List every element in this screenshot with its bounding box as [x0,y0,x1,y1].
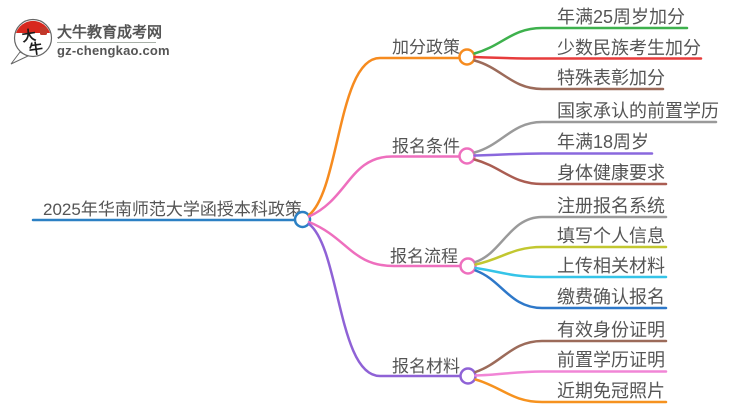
subitem-3-4-line [474,269,668,310]
subitem-3-1-line [474,215,668,264]
subitem-1-1-label: 年满25周岁加分 [557,7,685,27]
subitem-3-2-label: 填写个人信息 [557,226,665,246]
branch-3-line [307,220,462,268]
subitem-2-1-line [473,120,718,154]
subitem-3-3-label: 上传相关材料 [557,256,665,276]
branch-bonus-policy: 加分政策 年满25周岁加分 少数民族考生加分 特殊表彰加分 [307,7,703,217]
branch-4-node-circle [459,367,477,385]
subitem-4-1-label: 有效身份证明 [557,320,665,340]
subitem-1-3-line [473,59,665,91]
root-label: 2025年华南师范大学函授本科政策 [43,200,302,219]
subitem-1-2-label: 少数民族考生加分 [557,38,701,58]
subitem-2-1-label: 国家承认的前置学历 [557,101,719,121]
root-node: 2025年华南师范大学函授本科政策 [31,200,312,229]
branch-3-label: 报名流程 [390,247,458,266]
branch-2-line [307,155,461,218]
branch-3-node-circle [459,257,477,275]
subitem-2-3-label: 身体健康要求 [557,163,665,183]
root-node-circle [293,210,312,229]
logo-site-url: gz-chengkao.com [57,43,170,58]
subitem-2-2-line [473,152,654,157]
subitem-4-2-line [474,370,668,377]
branch-4-label: 报名材料 [392,357,460,376]
subitem-4-3-line [474,378,668,404]
subitem-1-3-label: 特殊表彰加分 [557,68,665,88]
subitem-4-3-label: 近期免冠照片 [557,381,665,401]
branch-1-label: 加分政策 [392,38,460,57]
subitem-1-2-line [473,55,703,60]
subitem-3-4-label: 缴费确认报名 [557,287,665,307]
branch-1-node-circle [458,48,476,66]
logo-icon-char-bottom: 牛 [28,40,44,58]
subitem-3-2-line [474,245,668,266]
branch-1-line [307,56,461,217]
subitem-3-3-line [474,266,668,279]
subitem-4-1-line [474,339,668,374]
logo-site-name: 大牛教育成考网 [57,23,162,41]
logo-icon-char-top: 大 [21,27,37,45]
branch-2-node-circle [458,147,476,165]
branch-2-label: 报名条件 [392,137,460,156]
subitem-1-1-line [473,26,689,55]
branch-requirements: 报名条件 国家承认的前置学历 年满18周岁 身体健康要求 [307,101,719,218]
site-logo[interactable]: 大 牛 大牛教育成考网 gz-chengkao.com [10,18,170,65]
branch-4-line [307,222,462,378]
subitem-4-2-label: 前置学历证明 [557,350,665,370]
subitem-2-3-line [473,158,668,186]
subitem-3-1-label: 注册报名系统 [557,196,665,216]
branch-process: 报名流程 注册报名系统 填写个人信息 上传相关材料 缴费确认报名 [307,196,668,310]
subitem-2-2-label: 年满18周岁 [557,132,649,152]
branch-materials: 报名材料 有效身份证明 前置学历证明 近期免冠照片 [307,222,668,404]
logo-seal-icon [40,27,47,35]
